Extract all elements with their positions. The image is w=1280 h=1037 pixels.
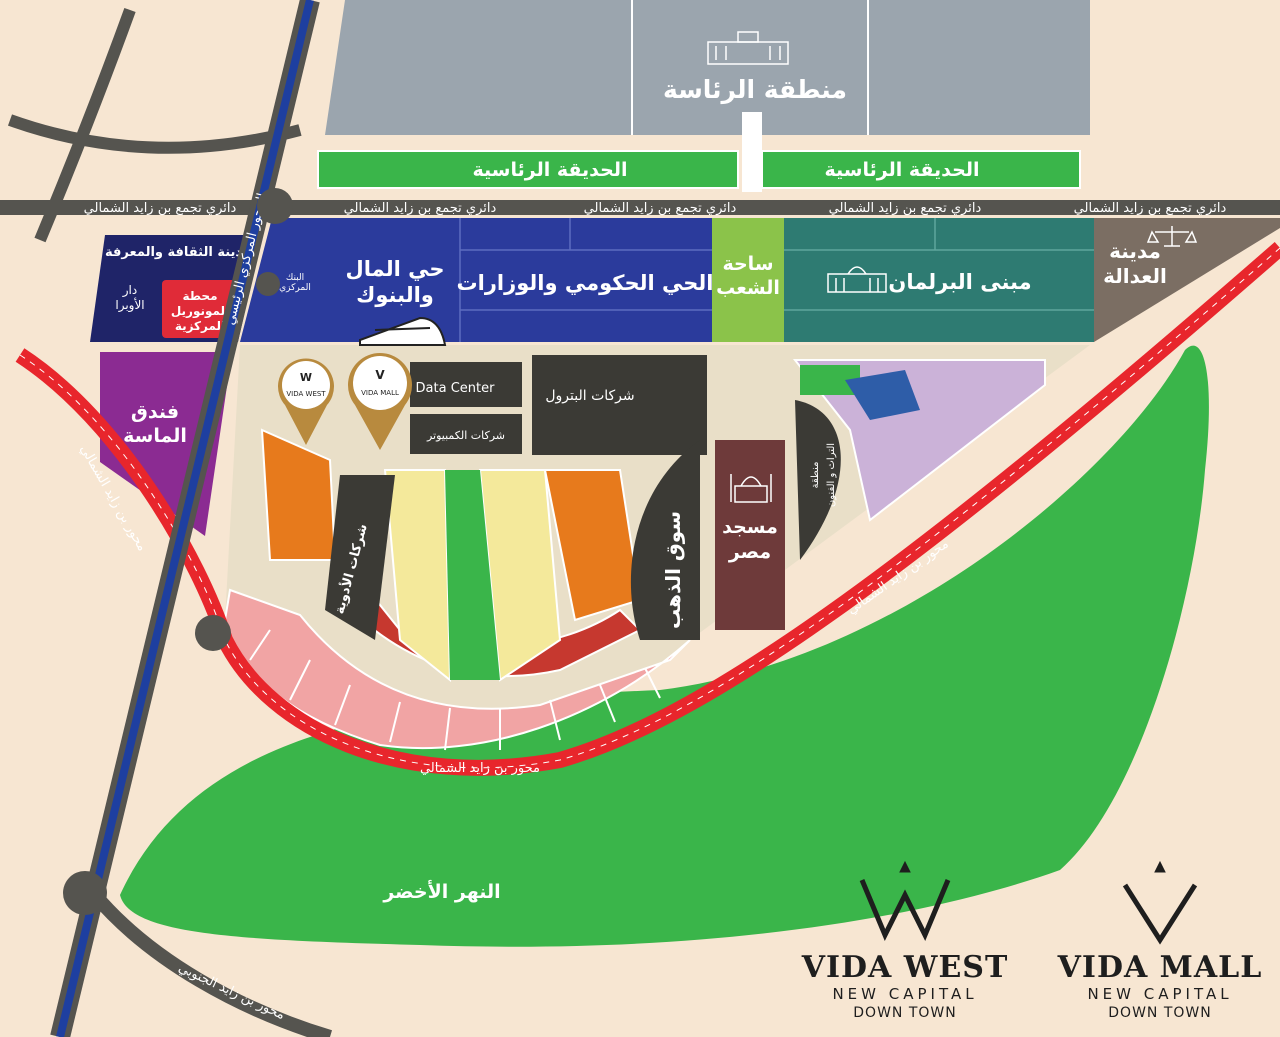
roundabout-north [257, 188, 293, 224]
presidential-zone[interactable]: منطقة الرئاسة [325, 0, 1090, 135]
vida-mall-pin-label: VIDA MALL [361, 389, 399, 397]
monorail-line [56, 0, 314, 1037]
culture-city-label: مدينة الثقافة والمعرفة [105, 245, 251, 260]
roundabout-south [63, 871, 107, 915]
parliament-zone[interactable]: مبنى البرلمان [784, 218, 1094, 342]
government-label: الحي الحكومي والوزارات [457, 271, 714, 295]
opera-label-1: دار [122, 283, 137, 298]
palace-icon [707, 31, 789, 65]
culture-city-zone[interactable]: مدينة الثقافة والمعرفة دار الأوبرا محطة … [90, 235, 262, 342]
justice-label-1: مدينة [1109, 239, 1161, 263]
mosque-icon [730, 474, 772, 503]
justice-block [1094, 218, 1280, 342]
mosque-label-2: مصر [728, 541, 771, 563]
parliament-label: مبنى البرلمان [888, 270, 1031, 294]
presidential-block [325, 0, 1090, 135]
heritage-label-2: التراث و الفنون [826, 443, 837, 507]
central-green-spine [445, 470, 500, 680]
garden-right-label: الحديقة الرئاسية [825, 159, 980, 181]
ring-road [0, 200, 1280, 215]
justice-label-2: العدالة [1103, 264, 1167, 288]
vida-west-pin-logo-icon: W [300, 371, 312, 384]
ring-road-label-4: دائري تجمع بن زايد الشمالي [829, 201, 982, 216]
regional-ring-road-upper [7, 114, 302, 154]
roundabout-west [195, 615, 231, 651]
presidential-garden-right[interactable] [761, 150, 1081, 189]
green-river-label: النهر الأخضر [382, 880, 500, 903]
central-bank-label-1: البنك [286, 273, 304, 283]
vida-mall-brand: VIDA MALL NEW CAPITAL DOWN TOWN [1045, 952, 1275, 1022]
government-block [240, 218, 712, 342]
vida-west-pin[interactable]: W VIDA WEST [278, 358, 334, 445]
peoples-square-label-2: الشعب [716, 277, 780, 299]
money-banks-label-1: حي المال [346, 257, 445, 281]
computer-companies-block[interactable] [410, 414, 522, 454]
north-axis-label-1: محور بن زايد الشمالي [420, 761, 540, 776]
vida-mall-logo-icon [1122, 860, 1198, 945]
ring-road-label-2: دائري تجمع بن زايد الشمالي [344, 201, 497, 216]
vida-mall-brand-name: VIDA MALL [1057, 950, 1263, 985]
vida-mall-brand-line1: NEW CAPITAL [1087, 985, 1233, 1003]
heritage-block[interactable] [795, 400, 841, 560]
monorail-station-label-1: محطة [182, 289, 217, 303]
mosque-label-1: مسجد [722, 516, 778, 538]
vida-west-pin-label: VIDA WEST [286, 390, 326, 398]
vida-west-brand: VIDA WEST NEW CAPITAL DOWN TOWN [800, 952, 1010, 1022]
pink-plot-grid [249, 629, 661, 751]
petroleum-block[interactable] [532, 355, 707, 455]
parliament-building-icon [827, 266, 887, 293]
vida-west-brand-line2: DOWN TOWN [853, 1005, 957, 1021]
peoples-square-label-1: ساحة [722, 253, 773, 275]
vida-mall-pin-logo-icon: V [375, 368, 385, 382]
vida-mall-brand-line2: DOWN TOWN [1108, 1005, 1212, 1021]
computer-companies-label: شركات الكمبيوتر [426, 429, 505, 442]
monorail-station-label-3: المركزية [175, 319, 225, 333]
government-district[interactable]: حي المال والبنوك الحي الحكومي والوزارات … [240, 218, 713, 342]
presidential-garden-left[interactable] [317, 150, 739, 189]
hotel-label-2: الماسة [123, 425, 187, 447]
data-center-block[interactable] [410, 362, 522, 407]
money-banks-label-2: والبنوك [356, 283, 434, 307]
east-blue-plot [845, 370, 920, 420]
pharma-block[interactable] [325, 475, 395, 640]
justice-city-zone[interactable]: مدينة العدالة [1094, 218, 1280, 342]
presidential-connector [742, 112, 762, 192]
monorail-station-block [162, 280, 237, 338]
heritage-label-1: منطقة [810, 462, 821, 489]
presidential-label: منطقة الرئاسة [663, 75, 847, 105]
ring-road-label-5: دائري تجمع بن زايد الشمالي [1074, 201, 1227, 216]
garden-left-label: الحديقة الرئاسية [473, 159, 628, 181]
gold-market-block[interactable] [630, 440, 700, 640]
hotel-label-1: فندق [131, 401, 179, 423]
vida-west-brand-line1: NEW CAPITAL [832, 985, 978, 1003]
east-green-plot [800, 365, 860, 395]
opera-label-2: الأوبرا [115, 297, 144, 313]
mosque-block[interactable] [715, 440, 785, 630]
central-bank-label-2: المركزي [279, 283, 311, 293]
south-axis-road [89, 890, 333, 1037]
vida-west-brand-name: VIDA WEST [801, 950, 1009, 985]
green-river[interactable] [120, 345, 1209, 947]
monorail-station-label-2: المونوريل [171, 304, 229, 319]
roundabout-central-bank [256, 272, 280, 296]
vida-west-logo-icon [859, 860, 951, 941]
monorail-train-icon [359, 316, 447, 346]
ring-road-label-1: دائري تجمع بن زايد الشمالي [84, 201, 237, 216]
gold-market-label: سوق الذهب [661, 511, 685, 629]
scales-icon [1146, 226, 1198, 247]
vida-mall-pin[interactable]: V VIDA MALL [348, 353, 412, 450]
peoples-square[interactable] [712, 218, 784, 342]
ring-road-label-3: دائري تجمع بن زايد الشمالي [584, 201, 737, 216]
petroleum-label: شركات البترول [545, 388, 634, 404]
yellow-plots-right [478, 469, 562, 682]
data-center-label: Data Center [416, 381, 496, 396]
